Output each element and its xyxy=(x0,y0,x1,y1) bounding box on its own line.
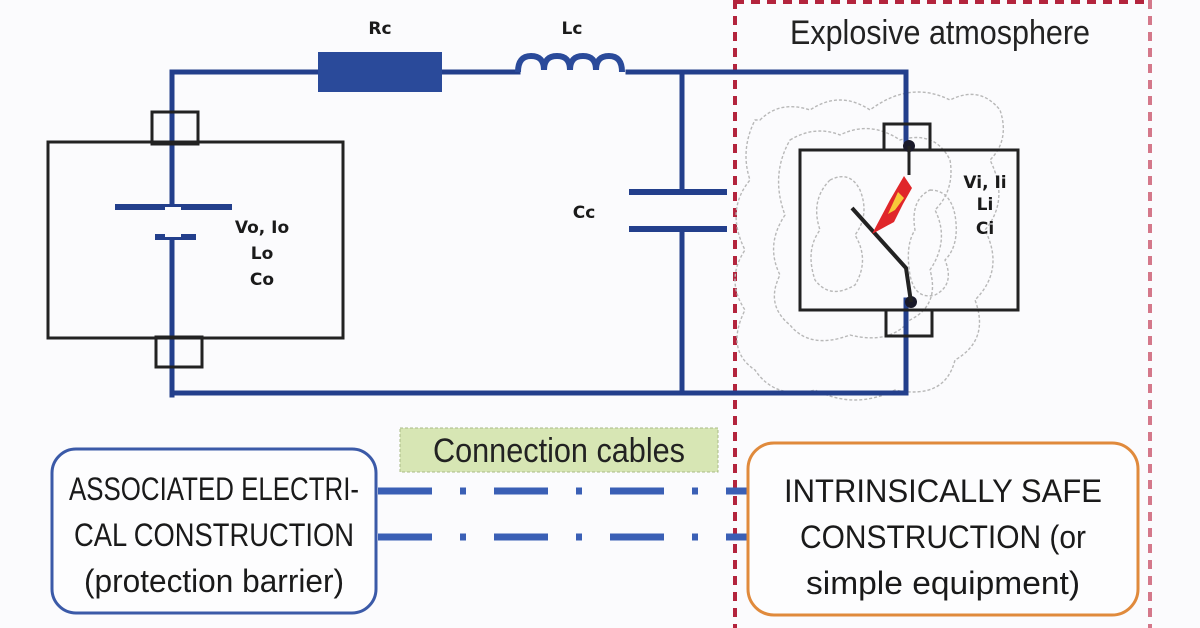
spark-icon xyxy=(872,176,912,234)
intrinsic-construction-box xyxy=(746,441,1140,617)
device-terminal-bottom xyxy=(884,308,934,338)
wire-top-right xyxy=(625,69,909,151)
capacitor-label: Cc xyxy=(573,203,596,223)
associated-line-3: (protection barrier) xyxy=(84,563,344,599)
source-param-voltage-current: Vo, Io xyxy=(235,218,289,238)
resistor-label: Rc xyxy=(368,19,391,39)
source-param-capacitance: Co xyxy=(250,270,274,290)
wire-left-top xyxy=(169,69,321,398)
cables-label-bg xyxy=(399,427,719,473)
battery-icon xyxy=(115,204,232,240)
intrinsic-line-2: CONSTRUCTION (or xyxy=(800,519,1086,555)
associated-construction-box xyxy=(50,447,378,615)
connection-cables xyxy=(378,487,750,541)
source-param-inductance: Lo xyxy=(251,244,274,264)
wire-bottom xyxy=(169,297,909,396)
device-param-inductance: Li xyxy=(977,195,994,215)
associated-line-1: ASSOCIATED ELECTRI- xyxy=(69,471,359,507)
source-terminal-top xyxy=(150,110,200,146)
inductor-lc-icon xyxy=(515,52,625,73)
intrinsic-line-3: simple equipment) xyxy=(806,565,1080,601)
cables-label: Connection cables xyxy=(433,432,685,470)
device-param-voltage-current: Vi, Ii xyxy=(963,173,1006,193)
hazard-zone-label: Explosive atmosphere xyxy=(790,14,1090,52)
switch-icon xyxy=(850,146,913,303)
capacitor-cc-icon xyxy=(629,189,727,232)
hazard-zone-boundary xyxy=(733,0,1152,628)
inductor-label: Lc xyxy=(562,19,583,39)
explosive-atmosphere-cloud-icon xyxy=(734,91,1004,401)
device-param-capacitance: Ci xyxy=(976,219,994,239)
associated-line-2: CAL CONSTRUCTION xyxy=(74,517,354,553)
intrinsic-line-1: INTRINSICALLY SAFE xyxy=(784,473,1102,509)
source-terminal-bottom xyxy=(154,335,204,369)
resistor-rc-icon xyxy=(318,52,442,92)
